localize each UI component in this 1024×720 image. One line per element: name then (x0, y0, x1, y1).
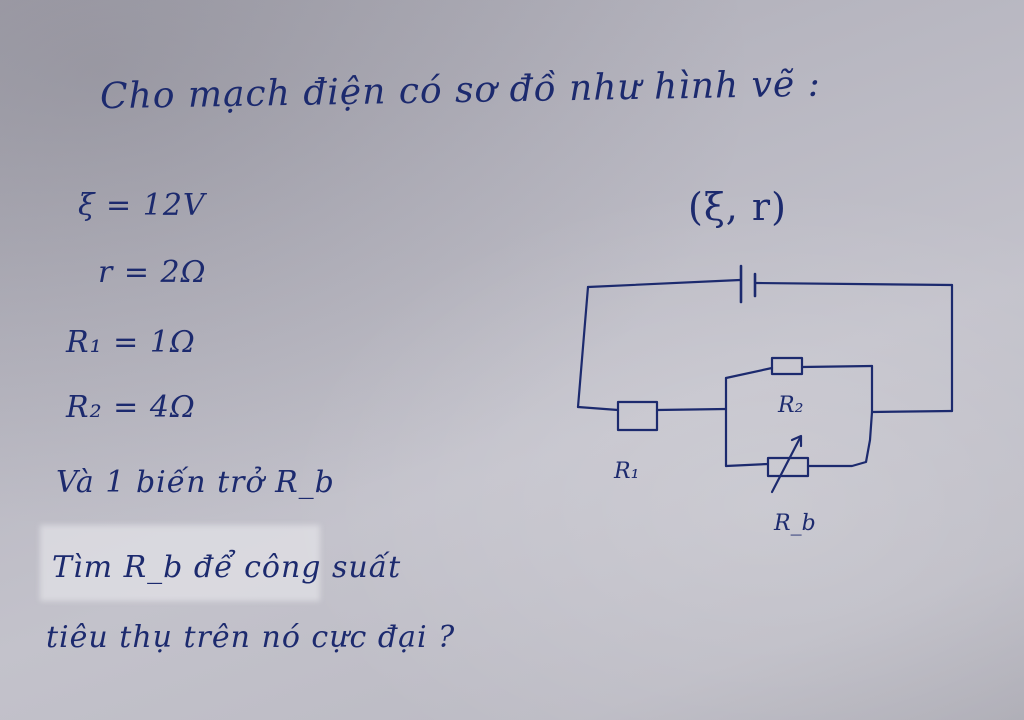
rb-arrow-head (790, 434, 803, 448)
wire-r1-to-node (655, 407, 728, 412)
wire-rb-branch-left (724, 462, 770, 468)
line-find-rb: Tìm R_b để công suất (52, 550, 402, 585)
wire-top-right (754, 281, 954, 287)
line-maximum-power: tiêu thụ trên nó cực đại ? (46, 620, 456, 655)
wire-bottom-left (576, 405, 620, 412)
line-variable-resistor: Và 1 biến trở R_b (56, 465, 335, 500)
source-label: (ξ, r) (688, 185, 787, 229)
given-internal-resistance: r = 2Ω (98, 255, 207, 290)
wire-r2-branch-left (724, 366, 774, 380)
wire-rb-branch-right (806, 410, 874, 468)
wire-top-left (586, 278, 742, 289)
rb-arrow-line (770, 436, 802, 494)
given-r2: R₂ = 4Ω (66, 390, 196, 425)
r2-label: R₂ (777, 393, 803, 418)
wire-r2-branch-right (800, 364, 874, 369)
wire-left (576, 285, 590, 409)
r2-resistor (770, 356, 804, 376)
given-emf: ξ = 12V (78, 188, 206, 223)
wire-right-bottom (870, 409, 954, 414)
highlight-band (40, 525, 320, 601)
given-r1: R₁ = 1Ω (66, 325, 196, 360)
rb-label: R_b (773, 511, 816, 536)
r1-label: R₁ (613, 459, 639, 484)
r1-resistor (616, 400, 659, 432)
